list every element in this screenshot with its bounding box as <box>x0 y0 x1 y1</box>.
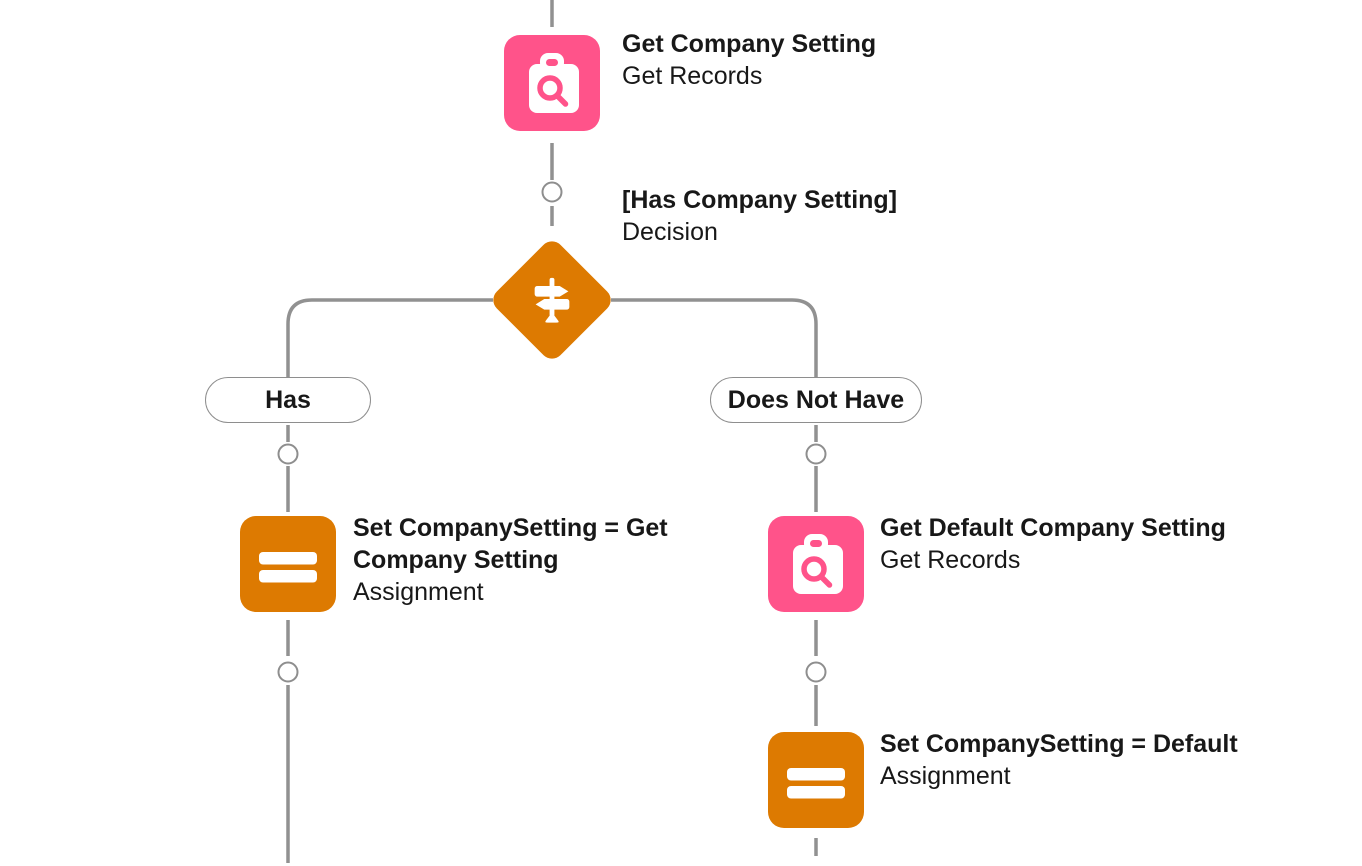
branch-label-has[interactable]: Has <box>205 377 371 423</box>
node-title: Get Company Setting <box>622 30 877 58</box>
node-title: Set CompanySetting = Default <box>880 730 1238 758</box>
node-label-set-companysetting-default: Set CompanySetting = Default Assignment <box>880 728 1238 792</box>
node-title: Get Default Company Setting <box>880 514 1226 542</box>
connector-add-point[interactable] <box>541 181 563 203</box>
decision-icon <box>534 277 570 323</box>
assignment-icon <box>259 552 317 583</box>
node-label-decision: [Has Company Setting] Decision <box>622 184 897 248</box>
node-subtitle: Assignment <box>353 578 484 606</box>
node-set-companysetting-default[interactable] <box>768 732 864 828</box>
node-title: Set CompanySetting = Get Company Setting <box>353 514 668 574</box>
connector-add-point[interactable] <box>805 661 827 683</box>
node-label-get-company-setting: Get Company Setting Get Records <box>622 28 876 92</box>
connector-add-point[interactable] <box>277 443 299 465</box>
branch-label-text: Has <box>265 385 311 414</box>
get-records-icon <box>793 534 843 594</box>
branch-label-does-not-have[interactable]: Does Not Have <box>710 377 922 423</box>
connector-add-point[interactable] <box>277 661 299 683</box>
node-label-set-companysetting-get: Set CompanySetting = Get Company Setting… <box>353 512 668 608</box>
node-set-companysetting-get[interactable] <box>240 516 336 612</box>
node-has-company-setting-decision[interactable] <box>488 236 616 364</box>
connector-line-branch-does-not-have <box>611 298 818 377</box>
branch-label-text: Does Not Have <box>727 385 905 414</box>
node-subtitle: Get Records <box>622 62 763 90</box>
node-get-default-company-setting[interactable] <box>768 516 864 612</box>
get-records-icon <box>529 53 579 113</box>
node-get-company-setting[interactable] <box>504 35 600 131</box>
connector-add-point[interactable] <box>805 443 827 465</box>
assignment-icon <box>787 768 845 799</box>
node-title: [Has Company Setting] <box>622 186 898 214</box>
connector-line-branch-has <box>286 298 493 377</box>
node-label-get-default-company-setting: Get Default Company Setting Get Records <box>880 512 1226 576</box>
node-subtitle: Get Records <box>880 546 1021 574</box>
node-subtitle: Decision <box>622 218 718 246</box>
node-subtitle: Assignment <box>880 762 1011 790</box>
